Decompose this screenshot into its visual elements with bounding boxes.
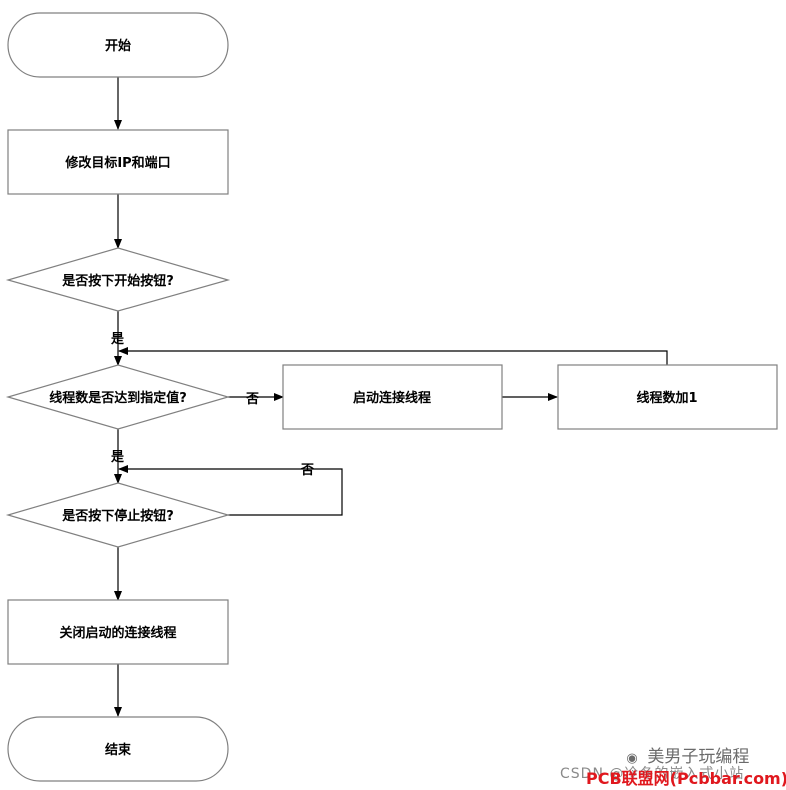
node-end-label: 结束	[105, 742, 132, 758]
node-modify-label: 修改目标IP和端口	[64, 155, 170, 171]
node-start-thread-label: 启动连接线程	[353, 390, 431, 406]
node-check-stop-label: 是否按下停止按钮?	[61, 508, 174, 524]
edge-label-threads-no: 否	[245, 392, 259, 407]
watermark-wechat: ◉ 美男子玩编程	[622, 742, 749, 767]
wechat-icon: ◉	[626, 751, 638, 766]
node-start-label: 开始	[105, 38, 131, 54]
node-check-start: 是否按下开始按钮?	[5, 247, 231, 312]
node-close-label: 关闭启动的连接线程	[59, 625, 176, 641]
node-start: 开始	[7, 12, 229, 78]
node-end: 结束	[7, 716, 229, 782]
node-modify: 修改目标IP和端口	[7, 129, 229, 195]
edge-label-start-yes: 是	[110, 332, 125, 347]
watermark-pcb: PCB联盟网(Pcbbar.com)	[586, 769, 786, 788]
edge-stop-no-loop	[118, 465, 343, 516]
edges	[114, 77, 668, 717]
node-inc-thread: 线程数加1	[557, 364, 778, 430]
edge-label-threads-yes: 是	[110, 450, 125, 465]
edge-inc-loop-back	[118, 347, 668, 365]
node-check-threads: 线程数是否达到指定值?	[5, 364, 231, 430]
watermark-csdn: CSDN @冷冬的嵌入式小站	[560, 766, 745, 782]
watermark-wechat-text: 美男子玩编程	[647, 747, 750, 767]
node-check-stop: 是否按下停止按钮?	[5, 482, 231, 548]
node-check-threads-label: 线程数是否达到指定值?	[49, 390, 187, 406]
node-check-start-label: 是否按下开始按钮?	[61, 273, 174, 289]
edge-label-stop-no: 否	[300, 463, 314, 478]
node-inc-thread-label: 线程数加1	[636, 390, 697, 406]
node-close: 关闭启动的连接线程	[7, 599, 229, 665]
node-start-thread: 启动连接线程	[282, 364, 503, 430]
